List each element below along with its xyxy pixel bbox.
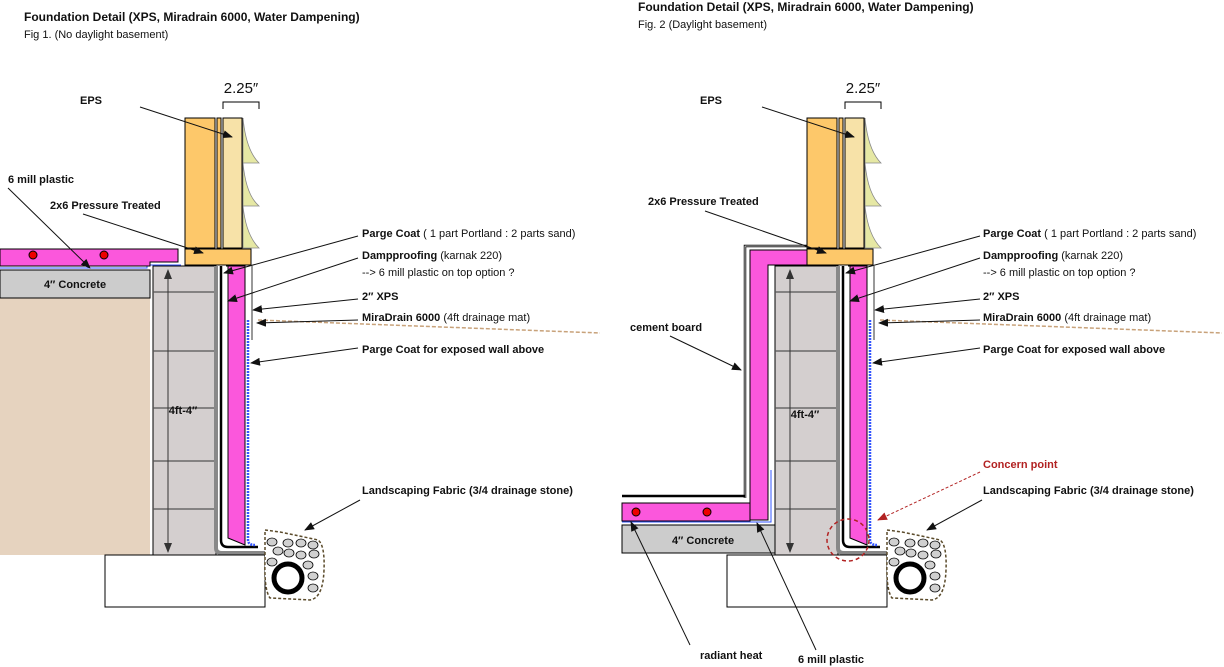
soil: [0, 298, 150, 555]
concrete-slab: [621, 524, 776, 554]
label-option: --> 6 mill plastic on top option ?: [362, 267, 515, 279]
label-parge: Parge Coat ( 1 part Portland : 2 parts s…: [983, 228, 1196, 240]
fig1-title: Foundation Detail (XPS, Miradrain 6000, …: [24, 10, 360, 24]
label-miradrain: MiraDrain 6000 (4ft drainage mat): [362, 312, 530, 324]
label-cement-board: cement board: [630, 322, 702, 334]
floor-insulation: [0, 248, 179, 267]
label-sill: 2x6 Pressure Treated: [50, 200, 161, 212]
figure-2: Foundation Detail (XPS, Miradrain 6000, …: [621, 0, 1222, 666]
label-miradrain: MiraDrain 6000 (4ft drainage mat): [983, 312, 1151, 324]
label-xps: 2″ XPS: [362, 291, 398, 303]
label-radiant-heat: radiant heat: [700, 650, 763, 662]
dimension-label: 2.25″: [846, 80, 881, 97]
radiant-heat-tube: [631, 507, 641, 517]
radiant-heat-tube: [28, 250, 38, 260]
label-fabric: Landscaping Fabric (3/4 drainage stone): [983, 485, 1194, 497]
fig2-title: Foundation Detail (XPS, Miradrain 6000, …: [638, 0, 974, 14]
concrete-label: 4″ Concrete: [44, 279, 106, 291]
label-eps: EPS: [80, 95, 102, 107]
dimension-label: 2.25″: [224, 80, 259, 97]
label-option: --> 6 mill plastic on top option ?: [983, 267, 1136, 279]
height-label: 4ft-4″: [169, 405, 198, 417]
label-sill: 2x6 Pressure Treated: [648, 196, 759, 208]
radiant-heat-tube: [99, 250, 109, 260]
fig2-subtitle: Fig. 2 (Daylight basement): [638, 19, 767, 31]
label-concern-point: Concern point: [983, 459, 1058, 471]
floor-insulation: [621, 502, 751, 522]
label-eps: EPS: [700, 95, 722, 107]
label-parge: Parge Coat ( 1 part Portland : 2 parts s…: [362, 228, 575, 240]
label-parge-exposed: Parge Coat for exposed wall above: [362, 344, 544, 356]
label-dampproofing: Dampproofing (karnak 220): [362, 250, 502, 262]
label-plastic: 6 mill plastic: [8, 174, 74, 186]
plastic-sheet: [622, 470, 772, 523]
label-xps: 2″ XPS: [983, 291, 1019, 303]
label-plastic: 6 mill plastic: [798, 654, 864, 666]
label-parge-exposed: Parge Coat for exposed wall above: [983, 344, 1165, 356]
height-label: 4ft-4″: [791, 409, 820, 421]
figure-1: Foundation Detail (XPS, Miradrain 6000, …: [0, 10, 600, 607]
concrete-slab: [0, 269, 151, 299]
concern-circle: [826, 518, 870, 562]
label-dampproofing: Dampproofing (karnak 220): [983, 250, 1123, 262]
concrete-label: 4″ Concrete: [672, 535, 734, 547]
radiant-heat-tube: [702, 507, 712, 517]
label-fabric: Landscaping Fabric (3/4 drainage stone): [362, 485, 573, 497]
fig1-subtitle: Fig 1. (No daylight basement): [24, 29, 168, 41]
